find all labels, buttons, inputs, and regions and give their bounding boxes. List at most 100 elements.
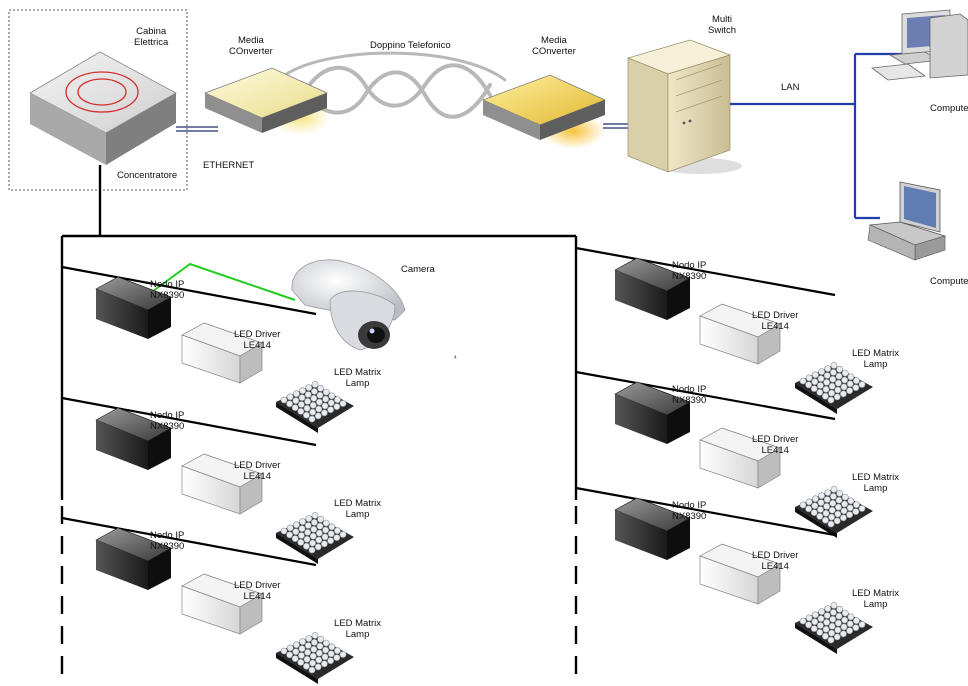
hub-device-icon (29, 51, 177, 165)
lamp-label-line1: LED Matrix (334, 498, 381, 509)
driver-label-line1: LED Driver (752, 310, 799, 321)
lan-label: LAN (781, 82, 800, 93)
ip-node-icon (95, 276, 172, 339)
driver-label-line1: LED Driver (752, 434, 799, 445)
media-converter-right-line1: Media (540, 35, 567, 46)
led-driver-icon (699, 303, 781, 365)
twisted-pair-label: Doppino Telefonico (370, 40, 451, 51)
branch-left-row (61, 265, 354, 433)
computer-top-label: Compute (930, 103, 968, 114)
switch-label-line1: Multi (711, 14, 733, 25)
ethernet-cable (176, 126, 218, 132)
led-driver-icon (699, 427, 781, 489)
lamp-label-line1: LED Matrix (334, 618, 381, 629)
media-converter-right-icon (482, 74, 606, 149)
lamp-label-line1: LED Matrix (852, 348, 899, 359)
node-label-line1: Nodo IP (150, 279, 185, 290)
cabinet-title-line2: Elettrica (134, 37, 169, 48)
cabinet-group (8, 9, 188, 191)
media-converter-left-line1: Media (237, 35, 264, 46)
ip-node-icon (95, 407, 172, 470)
ip-node-icon (95, 527, 172, 590)
lamp-label-line1: LED Matrix (852, 588, 899, 599)
media-converter-right-label: Media COnverter (532, 35, 576, 57)
branch-right-row (575, 370, 873, 538)
ip-node-icon (614, 381, 691, 444)
led-matrix-lamp-icon (276, 512, 354, 564)
node-label-line2: NX8390 (672, 395, 707, 406)
media-converter-left-label: Media COnverter (229, 35, 273, 57)
camera-label: Camera (401, 264, 435, 275)
driver-label-line1: LED Driver (234, 329, 281, 340)
switch-label-line2: Switch (708, 25, 736, 36)
led-matrix-lamp-icon (276, 632, 354, 684)
driver-label-line2: LE414 (243, 340, 271, 351)
lamp-label-line2: Lamp (345, 629, 370, 640)
lamp-label-line2: Lamp (863, 359, 888, 370)
driver-label-line2: LE414 (243, 471, 271, 482)
lamp-label-line2: Lamp (345, 378, 370, 389)
driver-label-line1: LED Driver (234, 580, 281, 591)
led-driver-icon (181, 573, 263, 635)
main-bus (60, 165, 578, 500)
node-label-line1: Nodo IP (672, 260, 707, 271)
hub-label: Concentratore (117, 170, 178, 181)
computer-bottom-label: Compute (930, 276, 968, 287)
media-converter-left-line2: COnverter (229, 46, 273, 57)
node-label-line2: NX8390 (150, 290, 185, 301)
node-label-line1: Nodo IP (150, 530, 185, 541)
desktop-computer-icon (870, 9, 968, 81)
switch-label: Multi Switch (708, 14, 736, 36)
led-driver-icon (181, 453, 263, 515)
led-driver-icon (181, 322, 263, 384)
lamp-label-line1: LED Matrix (334, 367, 381, 378)
driver-label-line2: LE414 (243, 591, 271, 602)
media-converter-right-line2: COnverter (532, 46, 576, 57)
stray-mark: ⸤ (454, 350, 458, 359)
branch-right-row (575, 486, 873, 654)
camera-icon (291, 259, 406, 351)
cabinet-title-line1: Cabina (136, 26, 167, 37)
media-converter-left-icon (204, 67, 330, 135)
led-matrix-lamp-icon (795, 602, 873, 654)
lamp-label-line2: Lamp (863, 599, 888, 610)
driver-label-line1: LED Driver (752, 550, 799, 561)
multi-switch-icon (626, 39, 742, 174)
laptop-computer-icon (867, 181, 947, 261)
cabinet-title: Cabina Elettrica (134, 26, 168, 48)
led-matrix-lamp-icon (795, 486, 873, 538)
led-matrix-lamp-icon (276, 381, 354, 433)
driver-label-line2: LE414 (761, 321, 789, 332)
cabinet-border (8, 9, 188, 191)
twisted-pair-cable (283, 51, 507, 119)
node-label-line1: Nodo IP (150, 410, 185, 421)
node-label-line2: NX8390 (672, 271, 707, 282)
lan-cable (730, 52, 905, 220)
ethernet-label: ETHERNET (203, 160, 255, 171)
driver-label-line2: LE414 (761, 445, 789, 456)
led-matrix-lamp-icon (795, 362, 873, 414)
branch-right-row (575, 246, 873, 414)
branch-left-row (61, 396, 354, 564)
node-label-line2: NX8390 (672, 511, 707, 522)
bus-continuation-dashes (60, 506, 578, 686)
lamp-label-line2: Lamp (345, 509, 370, 520)
driver-label-line2: LE414 (761, 561, 789, 572)
ip-node-icon (614, 257, 691, 320)
